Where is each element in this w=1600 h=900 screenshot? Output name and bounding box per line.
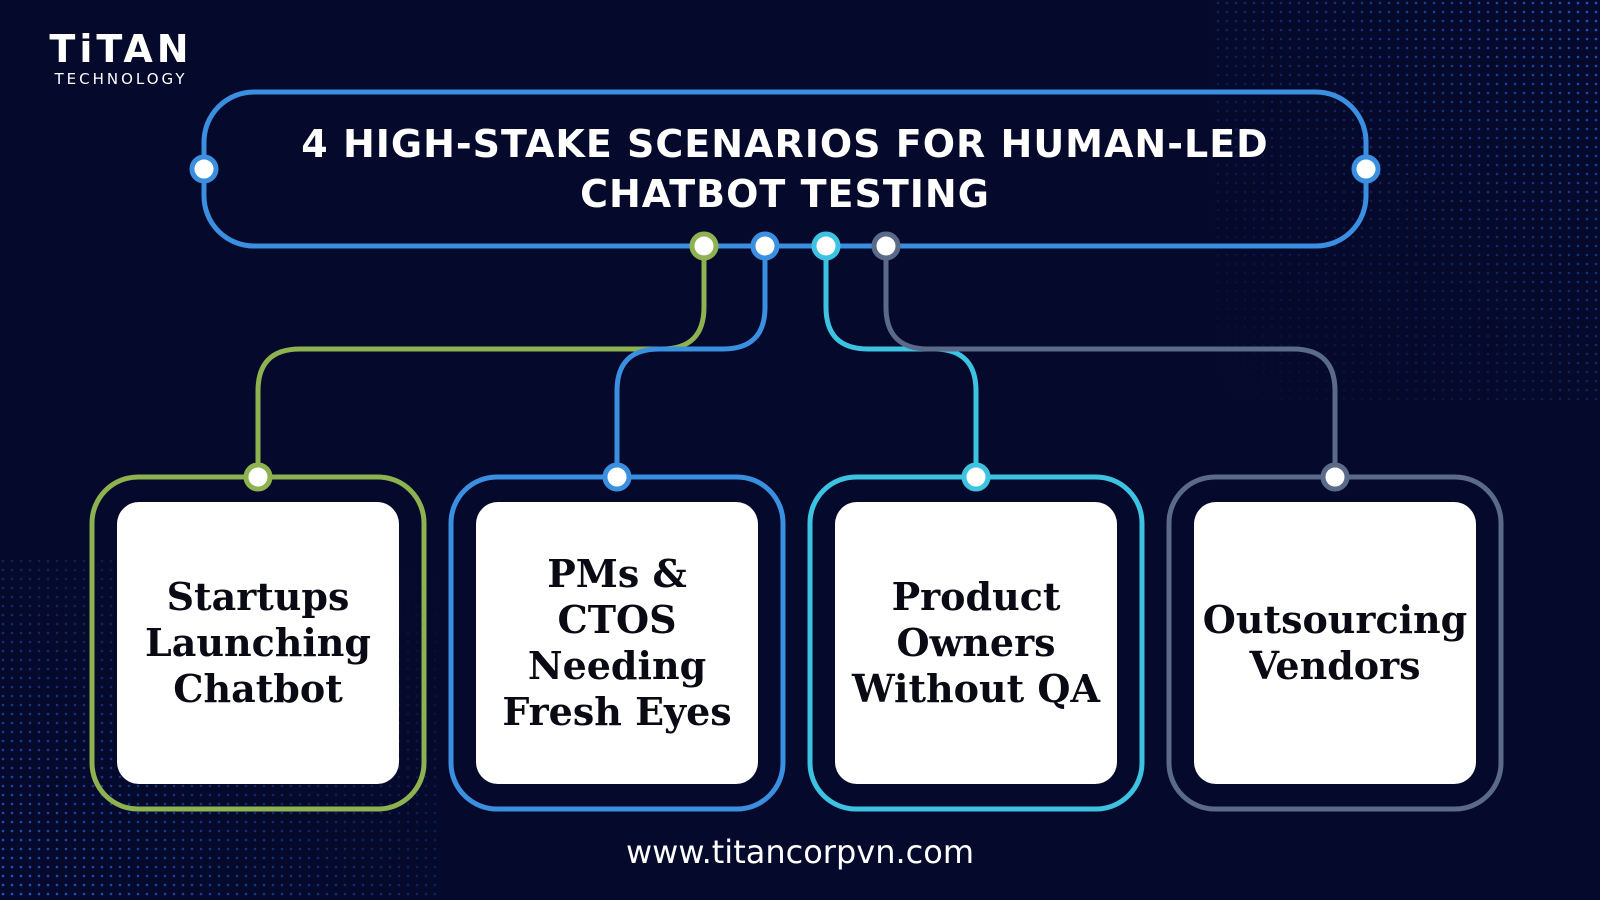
card-pms-ctos: PMs & CTOS Needing Fresh Eyes xyxy=(476,502,758,784)
title-line-1: 4 HIGH-STAKE SCENARIOS FOR HUMAN-LED xyxy=(301,122,1269,166)
card-line: Startups xyxy=(166,574,350,619)
card-line: Fresh Eyes xyxy=(502,689,732,734)
connector-product-owners xyxy=(823,246,979,477)
title-frame-right-node xyxy=(1351,154,1381,184)
card-node-product-owners xyxy=(961,462,991,492)
logo-tagline: TECHNOLOGY xyxy=(54,70,188,88)
card-startups-label: Startups Launching Chatbot xyxy=(145,574,371,712)
connector-startups xyxy=(255,246,707,477)
top-node-startups xyxy=(689,231,719,261)
title-line-2: CHATBOT TESTING xyxy=(580,172,990,216)
card-node-outsourcing-vendors xyxy=(1320,462,1350,492)
card-line: Owners xyxy=(896,620,1056,665)
card-line: PMs & xyxy=(547,551,687,596)
card-product-owners: Product Owners Without QA xyxy=(835,502,1117,784)
card-line: Outsourcing xyxy=(1202,597,1468,642)
connector-outsourcing-vendors xyxy=(883,246,1338,477)
title-frame-left-node xyxy=(189,154,219,184)
page-title: 4 HIGH-STAKE SCENARIOS FOR HUMAN-LED CHA… xyxy=(204,92,1366,246)
card-outsourcing-vendors: Outsourcing Vendors xyxy=(1194,502,1476,784)
card-outsourcing-vendors-label: Outsourcing Vendors xyxy=(1203,597,1467,689)
card-line: Needing xyxy=(527,643,707,688)
logo-name: TiTAN xyxy=(49,27,193,71)
card-line: CTOS xyxy=(557,597,677,642)
card-pms-ctos-label: PMs & CTOS Needing Fresh Eyes xyxy=(502,551,731,735)
connectors xyxy=(255,246,1338,477)
titan-logo: TiTAN TECHNOLOGY xyxy=(36,28,206,88)
card-node-startups xyxy=(243,462,273,492)
card-line: Launching xyxy=(145,620,371,665)
top-node-product-owners xyxy=(811,231,841,261)
card-startups: Startups Launching Chatbot xyxy=(117,502,399,784)
top-node-outsourcing-vendors xyxy=(871,231,901,261)
card-node-pms-ctos xyxy=(602,462,632,492)
top-node-pms-ctos xyxy=(750,231,780,261)
card-line: Chatbot xyxy=(173,666,343,711)
card-line: Product xyxy=(891,574,1061,619)
card-line: Without QA xyxy=(852,666,1100,711)
card-line: Vendors xyxy=(1249,643,1421,688)
connector-nodes xyxy=(243,231,1350,492)
website-url[interactable]: www.titancorpvn.com xyxy=(626,833,974,871)
card-product-owners-label: Product Owners Without QA xyxy=(852,574,1100,712)
connector-pms-ctos xyxy=(614,246,768,477)
